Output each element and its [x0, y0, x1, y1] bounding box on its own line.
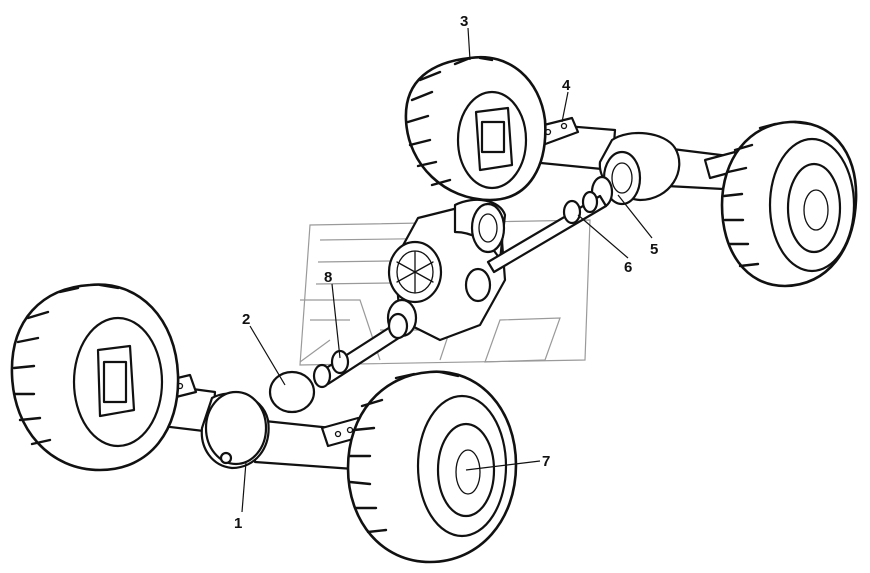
- gearbox: [386, 198, 507, 342]
- rear-right-wheel: [720, 120, 858, 288]
- rear-drive-shaft: [486, 190, 608, 274]
- callout-labels: 3 4 5 6 8 2 7 1: [234, 13, 658, 532]
- rear-left-wheel: [404, 55, 547, 202]
- leader-2: [249, 325, 286, 386]
- leader-1: [241, 461, 247, 513]
- front-left-wheel: [10, 283, 180, 472]
- leader-7: [465, 460, 541, 471]
- callout-2: 2: [242, 311, 250, 328]
- callout-6: 6: [624, 259, 632, 276]
- leader-6: [577, 214, 629, 259]
- callout-7: 7: [542, 453, 550, 470]
- leader-4: [561, 91, 569, 123]
- leader-3: [467, 27, 471, 61]
- callout-4: 4: [562, 77, 571, 94]
- callout-leaders: [241, 27, 653, 513]
- front-right-wheel: [346, 370, 518, 564]
- leader-5: [617, 194, 653, 239]
- callout-1: 1: [234, 515, 242, 532]
- callout-8: 8: [324, 269, 332, 286]
- callout-3: 3: [460, 13, 468, 30]
- leader-8: [331, 283, 341, 359]
- front-drive-shaft: [312, 312, 409, 389]
- callout-5: 5: [650, 241, 658, 258]
